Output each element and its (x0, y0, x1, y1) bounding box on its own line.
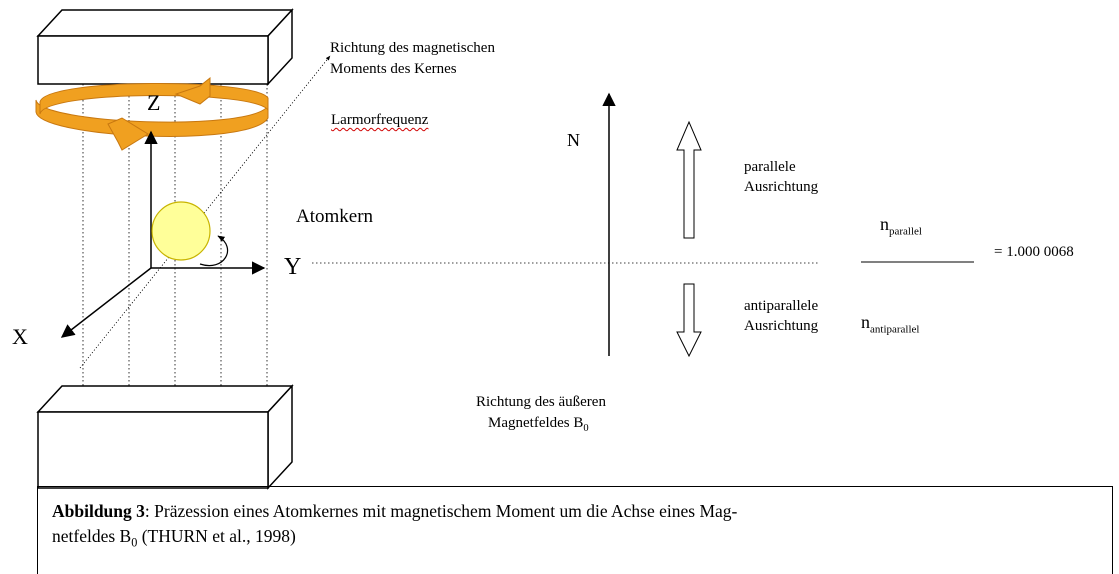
ratio-value: = 1.000 0068 (994, 244, 1074, 260)
axis-z-label: Z (147, 90, 161, 115)
moment-label-line2: Moments des Kernes (330, 61, 457, 77)
atom-nucleus (151, 201, 211, 261)
denominator: nantiparallel (861, 312, 919, 336)
numerator-sub: parallel (889, 225, 922, 238)
atomkern-label: Atomkern (296, 206, 374, 227)
moment-label-line1: Richtung des magnetischen (330, 40, 495, 56)
caption-text-a: : Präzession eines Atomkernes mit magnet… (144, 501, 738, 521)
parallel-label-line2: Ausrichtung (744, 179, 819, 195)
numerator: nparallel (880, 214, 922, 238)
bottom-magnet-block (36, 384, 294, 490)
north-label: N (567, 130, 580, 150)
antiparallel-label-line1: antiparallele (744, 298, 819, 314)
field-label-text: Magnetfeldes B (488, 415, 584, 431)
field-label-line2: Magnetfeldes B0 (488, 415, 589, 435)
larmor-label: Larmorfrequenz (331, 112, 428, 129)
caption-text-c: (THURN et al., 1998) (137, 526, 296, 547)
field-label-line1: Richtung des äußeren (476, 394, 606, 410)
antiparallel-label-line2: Ausrichtung (744, 318, 819, 334)
larmor-ring (35, 76, 269, 151)
parallel-label-line1: parallele (744, 159, 796, 175)
axis-x-label: X (12, 324, 28, 349)
rotation-arrow (199, 235, 229, 267)
denominator-n: n (861, 312, 870, 332)
denominator-sub: antiparallel (870, 323, 920, 336)
antiparallel-arrow (676, 283, 702, 358)
caption-sub: 0 (131, 535, 138, 550)
parallel-arrow (676, 120, 702, 239)
coordinate-axes (60, 130, 266, 338)
moment-direction-line (79, 55, 331, 369)
caption-text-b: netfeldes B (52, 526, 132, 547)
numerator-n: n (880, 214, 889, 234)
figure-caption: Abbildung 3: Präzession eines Atomkernes… (37, 486, 1113, 574)
caption-figure-number: Abbildung 3 (52, 501, 145, 521)
axis-y-label: Y (284, 254, 302, 280)
larmor-text: Larmorfrequenz (331, 112, 429, 128)
top-magnet-block (36, 8, 294, 86)
field-label-sub: 0 (583, 423, 589, 434)
